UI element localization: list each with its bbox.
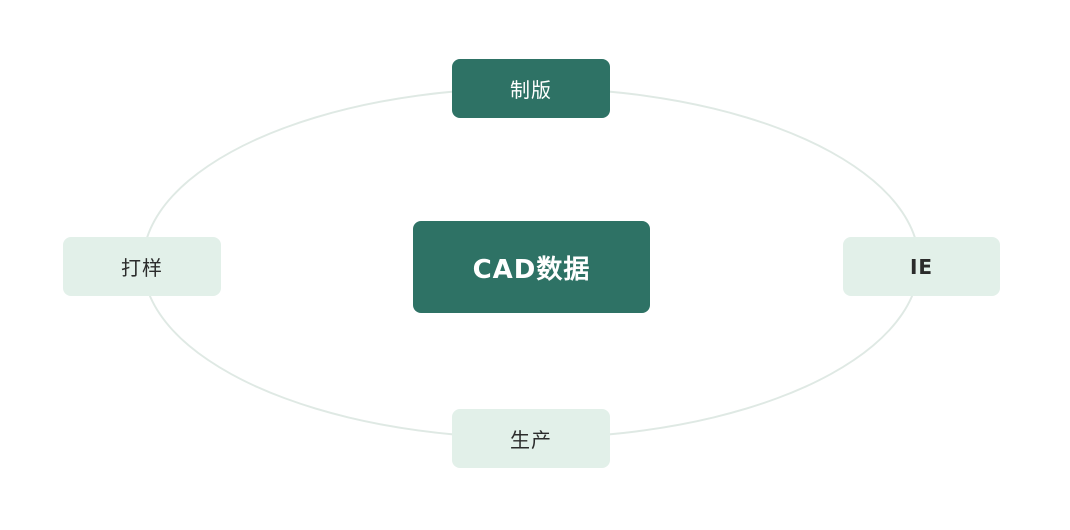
node-cad-data: CAD数据 (413, 221, 650, 313)
node-ie-label: IE (909, 254, 934, 279)
node-production: 生产 (452, 409, 610, 468)
node-sampling: 打样 (63, 237, 221, 296)
node-sampling-label: 打样 (121, 256, 163, 280)
node-plate-making: 制版 (452, 59, 610, 118)
node-production-label: 生产 (510, 428, 552, 452)
node-plate-making-label: 制版 (510, 78, 552, 102)
node-ie: IE (843, 237, 1000, 296)
node-cad-data-label: CAD数据 (472, 254, 591, 285)
